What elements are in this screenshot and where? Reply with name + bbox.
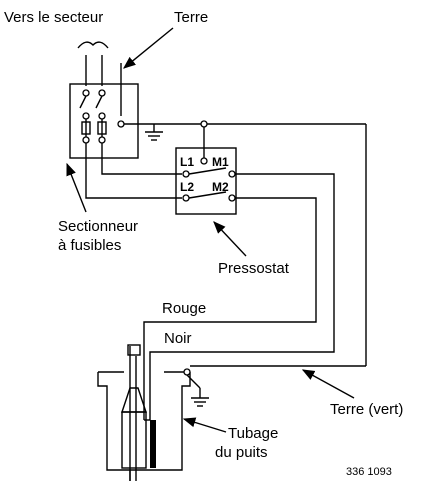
fused-disconnect-box: [69, 83, 139, 159]
label-disconnect-line2: à fusibles: [58, 237, 121, 254]
label-red-wire: Rouge: [162, 300, 206, 317]
pump-body: [121, 411, 147, 469]
arrow-casing: [182, 417, 227, 433]
terminal-earth-screw: [200, 157, 208, 165]
well-earth-lead: [186, 374, 201, 389]
terminal-m2: M2: [212, 180, 229, 194]
arrow-disconnect: [66, 162, 87, 213]
label-to-mains: Vers le secteur: [4, 9, 103, 26]
terminal-l1: L1: [180, 155, 194, 169]
red-wire: [143, 197, 317, 420]
disconnect-earth-terminal: [117, 120, 125, 128]
label-casing-line2: du puits: [215, 444, 268, 461]
mains-cable-symbol: [77, 41, 109, 49]
disconnect-bottom-terminal-1: [82, 136, 90, 144]
disconnect-blade-2: [95, 95, 103, 109]
terminal-l2: L2: [180, 180, 194, 194]
label-earth: Terre: [174, 9, 208, 26]
pipe-head: [127, 344, 141, 356]
well-casing: [97, 372, 191, 471]
disconnect-mid-terminal-2: [98, 112, 106, 120]
terminal-l2-screw: [182, 194, 190, 202]
earth-junction: [200, 120, 208, 128]
label-earth-green: Terre (vert): [330, 401, 403, 418]
label-black-wire: Noir: [164, 330, 192, 347]
disconnect-top-terminal-1: [82, 89, 90, 97]
label-pressure-switch: Pressostat: [218, 260, 290, 277]
arrow-earth: [123, 27, 174, 69]
arrow-earth-green: [301, 369, 355, 399]
black-wire: [149, 173, 335, 420]
pump-taper: [121, 387, 147, 413]
disconnect-top-terminal-2: [98, 89, 106, 97]
terminal-l1-screw: [182, 170, 190, 178]
arrow-pressure-switch: [213, 221, 247, 257]
contact-1: [188, 167, 227, 175]
terminal-m2-screw: [228, 194, 236, 202]
wire-disconnect-to-l2: [85, 143, 182, 199]
disconnect-mid-terminal-1: [82, 112, 90, 120]
disconnect-bottom-terminal-2: [98, 136, 106, 144]
contact-2: [188, 191, 227, 199]
terminal-m1-screw: [228, 170, 236, 178]
label-casing-line1: Tubage: [228, 425, 278, 442]
well-earth-terminal: [183, 368, 191, 376]
wire-disconnect-to-l1: [101, 143, 182, 175]
pump-cable-bundle: [150, 420, 156, 468]
terminal-m1: M1: [212, 155, 229, 169]
pressure-switch-box: [175, 147, 237, 215]
disconnect-blade-1: [79, 95, 87, 109]
label-disconnect-line1: Sectionneur: [58, 218, 138, 235]
reference-number: 336 1093: [346, 466, 392, 478]
